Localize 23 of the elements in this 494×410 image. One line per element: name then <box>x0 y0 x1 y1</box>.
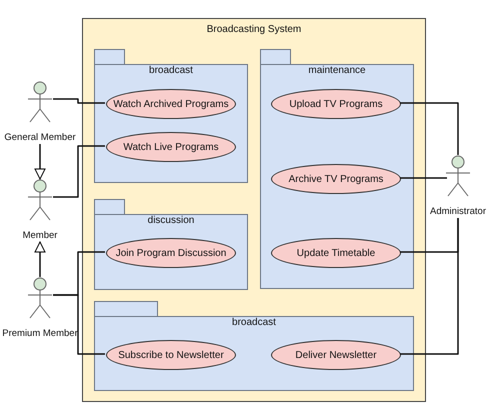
association-line <box>53 145 105 198</box>
association-line <box>53 294 105 355</box>
actor-name: General Member <box>3 132 77 143</box>
generalization-arrow <box>34 242 46 277</box>
system-title: Broadcasting System <box>206 24 302 35</box>
actor-name: Member <box>22 230 58 241</box>
package-label: discussion <box>146 215 196 226</box>
actor <box>1 277 79 339</box>
package-label: broadcast <box>231 317 277 328</box>
association-line <box>400 218 459 355</box>
association-line <box>400 102 459 155</box>
actor-name: Administrator <box>429 206 487 217</box>
association-line <box>53 98 105 104</box>
package-frame <box>94 301 414 391</box>
package-frame <box>260 49 414 289</box>
generalization-arrow <box>34 144 46 180</box>
system-boundary <box>82 18 426 402</box>
association-line <box>400 177 447 179</box>
actor-name: Premium Member <box>1 328 79 339</box>
package-label: maintenance <box>307 65 367 76</box>
package-label: broadcast <box>148 65 194 76</box>
package-frame <box>94 199 248 290</box>
package-frame <box>94 49 248 183</box>
